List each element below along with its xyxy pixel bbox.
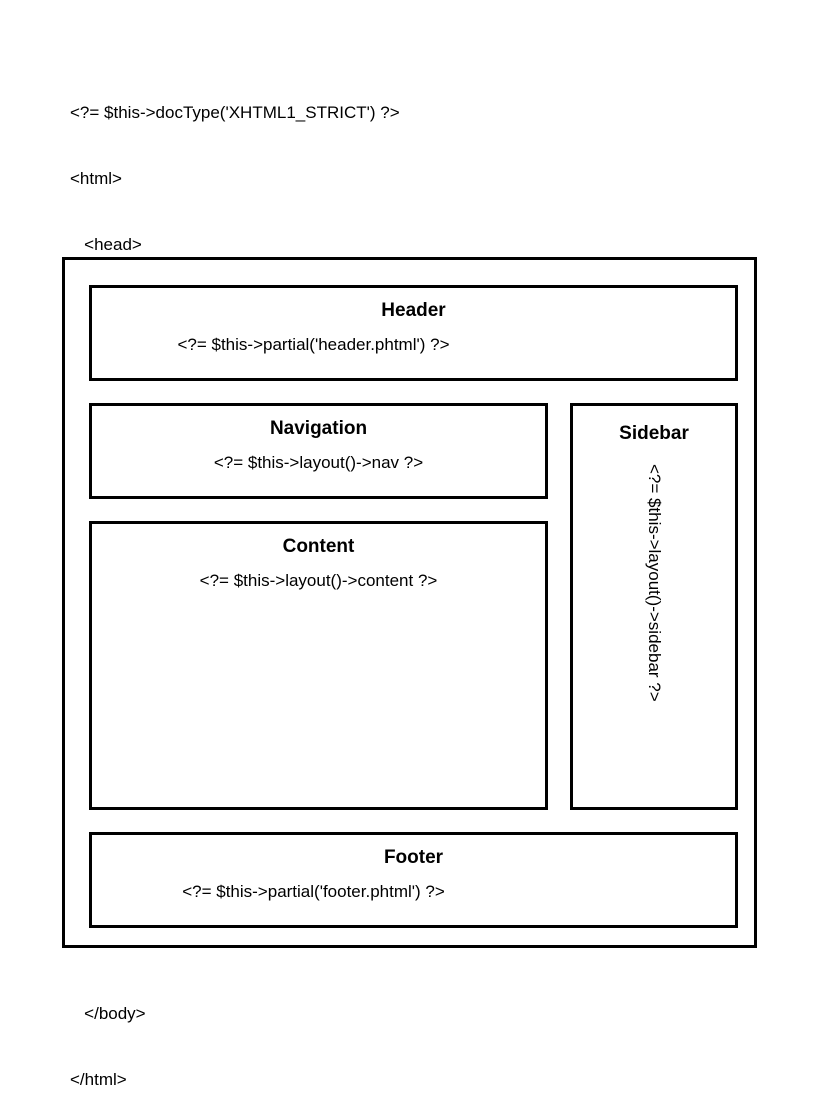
region-navigation-code: <?= $this->layout()->nav ?> <box>213 453 424 472</box>
region-content-title: Content <box>282 536 355 557</box>
region-header-code: <?= $this->partial('header.phtml') ?> <box>177 335 450 354</box>
region-footer: Footer <?= $this->partial('footer.phtml'… <box>89 832 738 928</box>
code-line: <?= $this->docType('XHTML1_STRICT') ?> <box>70 103 400 122</box>
region-header-title: Header <box>381 300 446 321</box>
region-footer-code: <?= $this->partial('footer.phtml') ?> <box>182 882 445 901</box>
region-sidebar-title: Sidebar <box>619 423 689 444</box>
region-content: Content <?= $this->layout()->content ?> <box>89 521 548 810</box>
region-content-code: <?= $this->layout()->content ?> <box>199 571 438 590</box>
region-sidebar: Sidebar <?= $this->layout()->sidebar ?> <box>570 403 738 810</box>
region-sidebar-code-wrapper: <?= $this->layout()->sidebar ?> <box>573 464 735 801</box>
code-line: <head> <box>70 235 142 254</box>
region-header: Header <?= $this->partial('header.phtml'… <box>89 285 738 381</box>
code-line: </body> <box>70 1004 146 1023</box>
layout-container-box: Header <?= $this->partial('header.phtml'… <box>62 257 757 948</box>
code-line: </html> <box>70 1070 127 1089</box>
code-line: <html> <box>70 169 122 188</box>
region-sidebar-code: <?= $this->layout()->sidebar ?> <box>645 464 664 702</box>
region-navigation: Navigation <?= $this->layout()->nav ?> <box>89 403 548 499</box>
region-footer-title: Footer <box>383 847 444 868</box>
region-navigation-title: Navigation <box>269 418 368 439</box>
code-block-bottom: </body> </html> <box>70 959 146 1113</box>
